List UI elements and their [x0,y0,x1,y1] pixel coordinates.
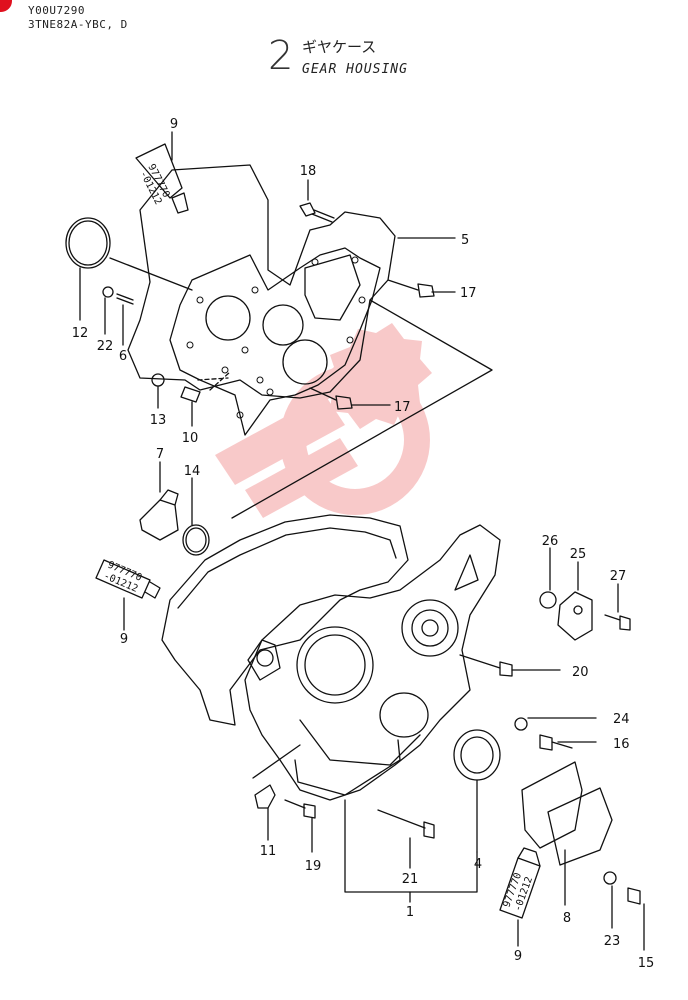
callout-number: 14 [184,464,201,479]
callout-number: 22 [97,339,114,354]
callout-number: 10 [182,431,199,446]
o-ring-12 [65,217,111,269]
title-english: GEAR HOUSING [302,62,408,77]
callout-number: 24 [613,712,630,727]
doc-code: Y00U7290 [28,4,85,17]
callout-number: 18 [300,164,317,179]
callout-number: 25 [570,547,587,562]
callout-number: 13 [150,413,167,428]
callout-number: 23 [604,934,621,949]
model-code: 3TNE82A-YBC, D [28,18,128,31]
callout-number: 11 [260,844,277,859]
callout-number: 26 [542,534,559,549]
plug-7 [139,499,179,541]
callout-number: 17 [394,400,411,415]
upper-plate [169,247,381,436]
callout-number: 19 [305,859,322,874]
callout-number: 16 [613,737,630,752]
callout-number: 5 [461,233,469,248]
watermark-gear-logo [215,323,432,518]
callout-number: 4 [474,857,482,872]
callout-number: 12 [72,326,89,341]
callout-number: 6 [119,349,127,364]
lower-gasket [161,514,409,726]
callout-number: 15 [638,956,655,971]
callout-number: 9 [120,632,128,647]
sealant-tube-middle [95,559,151,599]
gear-housing-body [244,524,501,801]
callout-number: 17 [460,286,477,301]
title-japanese: ギヤケース [302,38,377,56]
section-number: 2 [268,33,294,79]
cover-plate-8 [521,761,583,849]
callout-number: 9 [170,117,178,132]
sealant-tube-upper [135,143,189,214]
callout-number: 20 [572,665,589,680]
callout-number: 27 [610,569,627,584]
callout-number: 1 [406,905,414,920]
callout-number: 21 [402,872,419,887]
callout-number: 8 [563,911,571,926]
callout-number: 9 [514,949,522,964]
callout-number: 7 [156,447,164,462]
